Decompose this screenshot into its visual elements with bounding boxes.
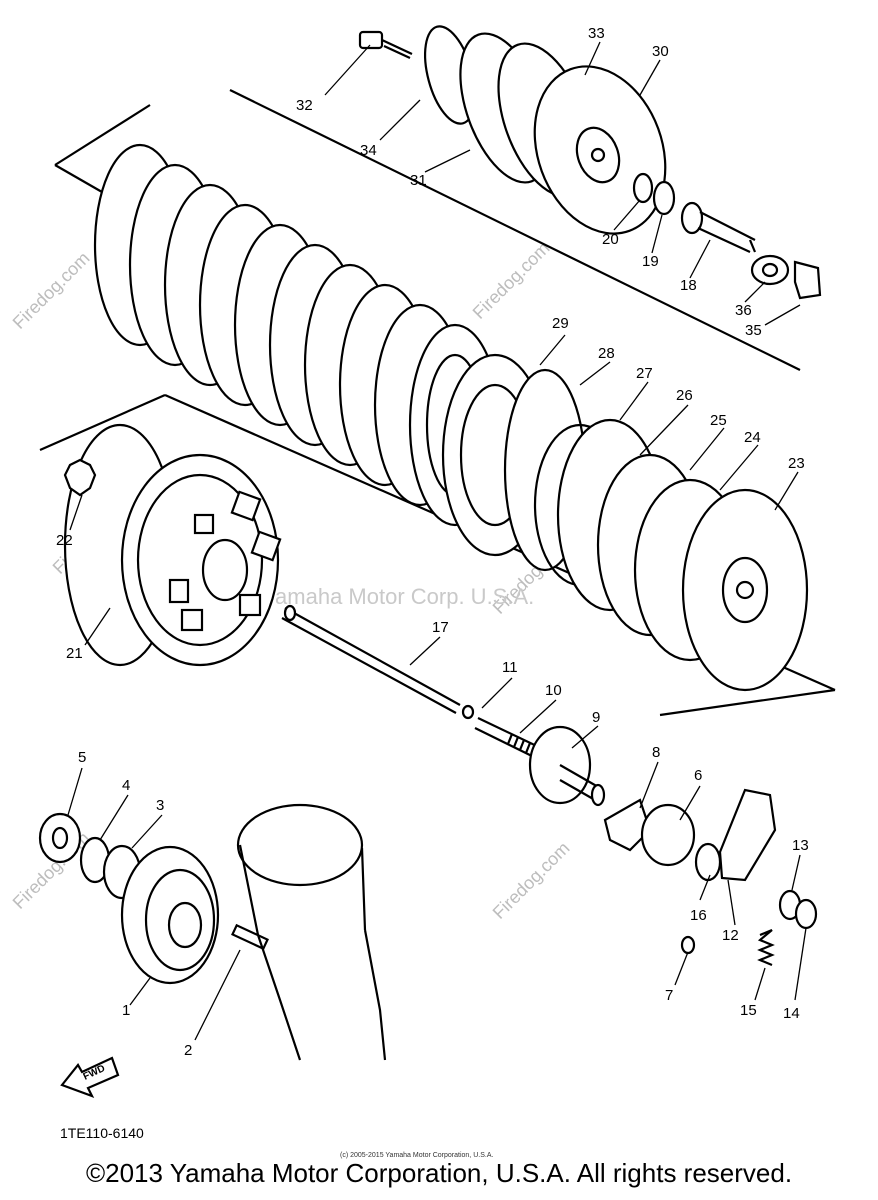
watermark-site: Firedog.com: [489, 838, 574, 923]
clutch-boss-23: [633, 478, 809, 692]
copyright-notice: ©2013 Yamaha Motor Corporation, U.S.A. A…: [85, 1158, 793, 1188]
watermark-company: Yamaha Motor Corp. U.S.A.: [262, 584, 534, 609]
nut-14: [794, 898, 818, 930]
star-washer-22: [63, 458, 97, 497]
callout-30: 30: [652, 43, 669, 60]
callout-27: 27: [636, 365, 653, 382]
callout-36: 36: [735, 302, 752, 319]
callout-12: 12: [722, 927, 739, 944]
callout-9: 9: [592, 709, 600, 726]
callout-21: 21: [66, 645, 83, 662]
callout-13: 13: [792, 837, 809, 854]
primary-drive-gear-1: [120, 845, 220, 985]
push-screw-9: [528, 725, 606, 807]
callout-26: 26: [676, 387, 693, 404]
callout-33: 33: [588, 25, 605, 42]
watermark-site: Firedog.com: [9, 248, 94, 333]
crankshaft-outline: [236, 803, 387, 1061]
callout-10: 10: [545, 682, 562, 699]
push-rod-17: [281, 604, 461, 714]
callout-28: 28: [598, 345, 615, 362]
callout-15: 15: [740, 1002, 757, 1019]
callout-7: 7: [665, 987, 673, 1004]
plate-8: [603, 798, 652, 852]
callout-14: 14: [783, 1005, 800, 1022]
callout-2: 2: [184, 1042, 192, 1059]
lever-12: [718, 788, 777, 882]
callout-1: 1: [122, 1002, 130, 1019]
callout-labels: 1 2 3 4 5 6 7 8 9 10 11 12 13 14 15 16 1…: [56, 25, 809, 1059]
callout-29: 29: [552, 315, 569, 332]
spring-15: [757, 928, 775, 967]
callout-34: 34: [360, 142, 377, 159]
callout-19: 19: [642, 253, 659, 270]
push-rod-18: [680, 201, 757, 253]
callout-6: 6: [694, 767, 702, 784]
push-lever-10: [474, 717, 546, 761]
diagram-code: 1TE110-6140: [60, 1125, 144, 1141]
washer-20: [632, 172, 654, 204]
key-2: [231, 923, 269, 951]
leader-lines: [67, 41, 807, 1041]
fwd-arrow-icon: FWD: [60, 1056, 120, 1098]
bearing-19: [652, 180, 676, 216]
ball-11: [461, 704, 475, 720]
callout-18: 18: [680, 277, 697, 294]
callout-23: 23: [788, 455, 805, 472]
callout-16: 16: [690, 907, 707, 924]
watermark-site: Firedog.com: [469, 238, 554, 323]
pin-7: [680, 935, 696, 955]
callout-32: 32: [296, 97, 313, 114]
callout-3: 3: [156, 797, 164, 814]
lock-washer-35: [793, 260, 822, 300]
callout-35: 35: [745, 322, 762, 339]
nut-5: [38, 812, 82, 864]
callout-17: 17: [432, 619, 449, 636]
callout-24: 24: [744, 429, 761, 446]
nut-36: [750, 254, 790, 286]
bolt-32: [358, 30, 413, 59]
callout-8: 8: [652, 744, 660, 761]
clutch-housing-21: [63, 423, 282, 667]
callout-20: 20: [602, 231, 619, 248]
callout-31: 31: [410, 172, 427, 189]
callout-4: 4: [122, 777, 130, 794]
pressure-plate-30: [533, 65, 667, 235]
oil-seal-6: [640, 803, 696, 867]
bearing-16: [694, 842, 722, 882]
callout-25: 25: [710, 412, 727, 429]
callout-22: 22: [56, 532, 73, 549]
callout-11: 11: [502, 659, 518, 676]
callout-5: 5: [78, 749, 86, 766]
fine-print: (c) 2005-2015 Yamaha Motor Corporation, …: [340, 1152, 493, 1159]
